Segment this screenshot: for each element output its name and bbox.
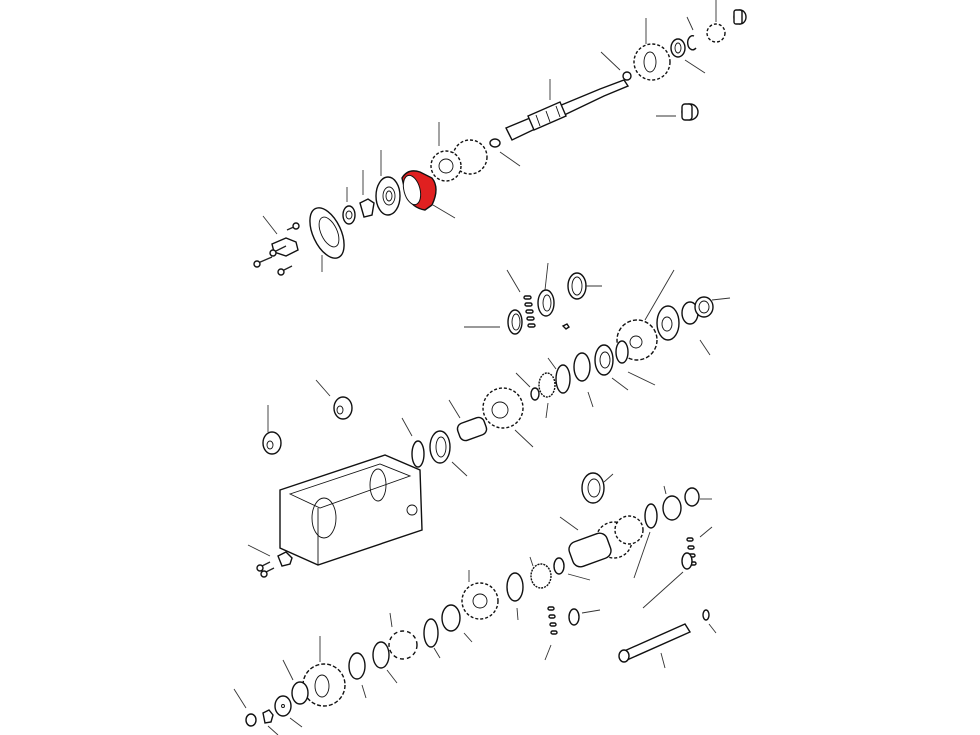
shift-drum-gear bbox=[581, 472, 614, 504]
thrust-washer bbox=[670, 38, 706, 74]
shaft-bush bbox=[489, 138, 521, 167]
ball-bearing bbox=[375, 150, 401, 216]
mainshaft bbox=[505, 79, 630, 141]
clutch-dog bbox=[388, 612, 418, 660]
lower-washer bbox=[642, 552, 693, 609]
tab-washer bbox=[262, 709, 279, 735]
sprocket-nut-2 bbox=[694, 296, 731, 318]
gearbox-case bbox=[247, 454, 423, 578]
lower-ring-1 bbox=[633, 503, 658, 579]
lock-washer bbox=[359, 170, 375, 218]
spacer bbox=[600, 51, 632, 81]
shaft-sleeve bbox=[448, 399, 488, 442]
sprocket-nut bbox=[706, 0, 726, 43]
bushing-3 bbox=[348, 652, 367, 699]
layshaft-gear bbox=[461, 570, 499, 620]
small-seal bbox=[568, 608, 601, 626]
snap-ring-2 bbox=[423, 618, 441, 659]
o-ring-2 bbox=[553, 557, 591, 581]
spacer-2 bbox=[615, 340, 656, 386]
lower-seal bbox=[684, 487, 712, 507]
seal-1 bbox=[464, 309, 523, 335]
needle-bushing bbox=[656, 103, 699, 121]
small-o-ring bbox=[702, 609, 717, 634]
lower-assembly bbox=[233, 472, 717, 735]
mainshaft-assembly bbox=[253, 0, 747, 276]
roller-set-3 bbox=[544, 606, 558, 661]
flanged-bushing-1 bbox=[315, 379, 353, 420]
seal-3 bbox=[567, 272, 602, 300]
needle-bearing-2 bbox=[529, 556, 552, 589]
high-gear bbox=[633, 18, 671, 81]
countershaft-assembly bbox=[262, 262, 731, 477]
screw-set-top bbox=[253, 215, 300, 276]
seal-2 bbox=[537, 262, 555, 317]
flanged-bushing-2 bbox=[262, 405, 282, 455]
highlighted-ring-part[interactable] bbox=[400, 170, 456, 219]
bearing-cover-plate bbox=[309, 207, 345, 272]
lower-nut bbox=[233, 688, 257, 727]
layshaft bbox=[618, 623, 692, 669]
snap-ring bbox=[401, 417, 425, 468]
needle-rollers-1 bbox=[506, 269, 536, 328]
bearing-race-2 bbox=[506, 572, 524, 621]
o-ring bbox=[547, 357, 571, 394]
thrust-washer-2 bbox=[441, 604, 473, 643]
washer-3 bbox=[282, 659, 309, 705]
bearing-race-cup bbox=[429, 430, 468, 477]
mainshaft-gear-cluster bbox=[430, 122, 488, 182]
lower-needle-bearing bbox=[662, 485, 682, 521]
shim bbox=[274, 695, 303, 728]
layshaft-gear-cluster bbox=[559, 515, 644, 568]
small-washer bbox=[515, 372, 540, 401]
bushing bbox=[733, 9, 747, 25]
needle-bearing bbox=[538, 372, 556, 419]
circlip bbox=[686, 16, 697, 51]
sprocket-cover bbox=[656, 305, 680, 341]
key bbox=[561, 323, 570, 330]
countershaft-gear bbox=[482, 387, 534, 448]
bearing-2 bbox=[594, 344, 629, 391]
oil-seal bbox=[573, 352, 594, 408]
kickstart-gear bbox=[302, 636, 346, 707]
bearing-race-3 bbox=[372, 641, 398, 684]
nut bbox=[342, 187, 356, 225]
